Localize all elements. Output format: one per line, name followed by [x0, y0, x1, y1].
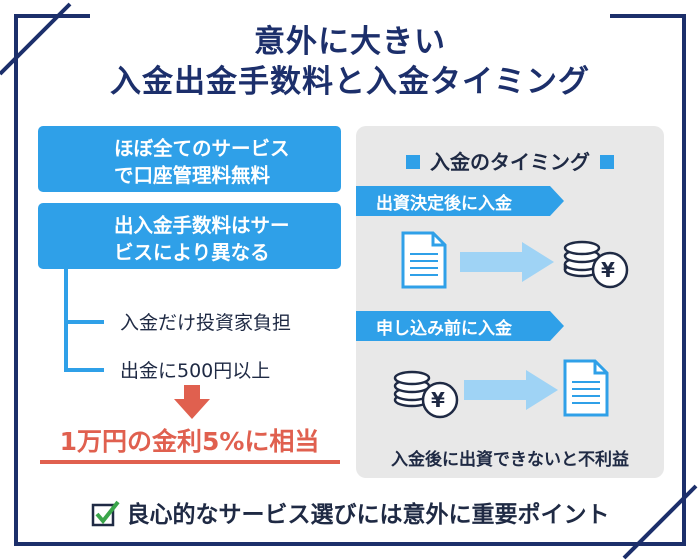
branch-deposit-cost: 入金だけ投資家負担: [120, 312, 292, 334]
info-pill-deposit-fee: 出入金手数料はサー ビスにより異なる: [38, 203, 341, 269]
document-icon: [401, 231, 447, 289]
document-icon: [563, 359, 609, 417]
pill-line: ビスにより異なる: [114, 241, 270, 264]
yen-symbol-1: ¥: [601, 258, 615, 282]
right-arrow-icon: [460, 242, 554, 282]
coins-yen-icon: [393, 370, 459, 419]
down-arrow-icon: [174, 385, 210, 419]
checkbox-check-icon: [91, 500, 120, 526]
branch-withdraw-cost: 出金に500円以上: [120, 360, 271, 382]
panel-footer-note: 入金後に出資できないと不利益: [391, 450, 629, 470]
timing-tag-after-decision-bg: [356, 186, 564, 216]
bottom-takeaway: 良心的なサービス選びには意外に重要ポイント: [0, 495, 700, 530]
panel-title: 入金のタイミング: [430, 150, 590, 174]
yen-symbol-2: ¥: [431, 388, 445, 412]
tree-connector-branch-2: [64, 368, 104, 372]
square-bullet-icon: [406, 154, 420, 169]
highlight-underline: [40, 460, 340, 464]
panel-title-row: 入金のタイミング: [356, 146, 664, 175]
pill-line: ほぼ全てのサービス: [114, 137, 290, 160]
pill-line: 出入金手数料はサー: [114, 214, 290, 237]
bottom-takeaway-text: 良心的なサービス選びには意外に重要ポイント: [126, 502, 610, 528]
info-pill-management-fee: ほぼ全てのサービス で口座管理料無料: [38, 126, 341, 192]
coins-yen-icon: [563, 240, 629, 289]
title-line-1: 意外に大きい: [254, 24, 446, 60]
timing-tag-after-decision: 出資決定後に入金: [376, 194, 512, 214]
title-line-2: 入金出金手数料と入金タイミング: [110, 64, 590, 100]
timing-tag-before-application-bg: [356, 311, 564, 341]
interest-equivalent-highlight: 1万円の金利5%に相当: [59, 427, 320, 456]
deposit-timing-panel: 入金のタイミング: [356, 126, 664, 478]
square-bullet-icon: [600, 154, 614, 169]
tree-connector-branch-1: [64, 320, 104, 324]
timing-tag-before-application: 申し込み前に入金: [376, 319, 512, 339]
right-arrow-icon: [464, 370, 558, 410]
pill-line: で口座管理料無料: [114, 164, 271, 187]
title-block: 意外に大きい 入金出金手数料と入金タイミング: [90, 12, 610, 108]
